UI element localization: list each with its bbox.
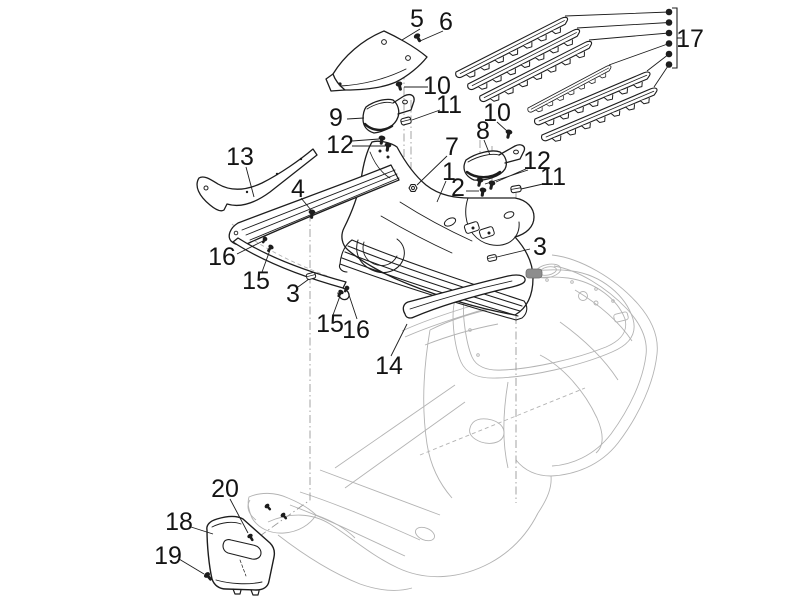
part-10-screw-right: [504, 129, 513, 140]
callout-19-25: 19: [154, 542, 182, 570]
callout-8-7: 8: [476, 117, 490, 145]
part-16-pin-left: [260, 236, 268, 245]
part-10-screw-left: [395, 80, 404, 92]
part-11-clip-right: [509, 184, 523, 194]
callout-11-4: 11: [436, 91, 462, 119]
strip-leader-dot-2: [665, 29, 673, 37]
part-3-clip-right: [486, 253, 498, 263]
part-8-footrest-pad-right: [463, 144, 526, 181]
part-5-top-cover: [325, 30, 428, 92]
callout-15-18: 15: [242, 267, 270, 295]
frame-mounted-screws: [263, 502, 289, 521]
part-1-floor-panel: [228, 140, 535, 321]
callout-6-1: 6: [439, 8, 453, 36]
callout-10-3: 10: [423, 72, 451, 100]
callout-3-16: 3: [533, 233, 547, 261]
bracket-17: [672, 7, 682, 69]
callout-5-0: 5: [410, 5, 424, 33]
strip-leader-dot-5: [665, 61, 673, 68]
callout-12-10: 12: [523, 147, 551, 175]
seat-latch-detail: [525, 268, 543, 279]
callout-13-11: 13: [226, 143, 254, 171]
callout-2-15: 2: [451, 174, 465, 202]
part-9-footrest-pad-left: [362, 94, 415, 134]
part-7-nut: [408, 183, 418, 193]
part-11-clip-left: [399, 115, 413, 127]
strip-leader-dot-1: [665, 19, 673, 26]
callout-1-12: 1: [442, 158, 456, 186]
part-13-trim-strip: [196, 148, 318, 212]
callout-12-8: 12: [326, 131, 354, 159]
callout-10-6: 10: [483, 99, 511, 127]
frame-bucket-rim: [452, 269, 635, 379]
leader-lines: [178, 11, 670, 575]
callout-4-14: 4: [291, 175, 305, 203]
strip-leader-dot-3: [665, 40, 673, 47]
part-2-screw: [478, 187, 487, 198]
callout-16-21: 16: [342, 316, 370, 344]
callout-17-2: 17: [676, 25, 704, 53]
callout-7-9: 7: [445, 133, 459, 161]
callout-15-20: 15: [316, 310, 344, 338]
strip-leader-dot-4: [665, 50, 673, 58]
part-6-screw: [413, 32, 423, 44]
scooter-frame-underlay: [231, 223, 658, 591]
strip-leader-dot-0: [665, 8, 673, 16]
callout-18-24: 18: [165, 508, 193, 536]
callout-11-13: 11: [540, 163, 566, 191]
callout-16-17: 16: [208, 243, 236, 271]
callout-14-22: 14: [375, 352, 403, 380]
frame-side-panel: [515, 254, 658, 477]
callout-17-dots: [665, 8, 673, 68]
callout-3-19: 3: [286, 280, 300, 308]
part-18-lower-cover: [206, 515, 276, 596]
callout-20-23: 20: [211, 475, 239, 503]
part-14-trim-strip: [402, 274, 526, 319]
callout-9-5: 9: [329, 104, 343, 132]
